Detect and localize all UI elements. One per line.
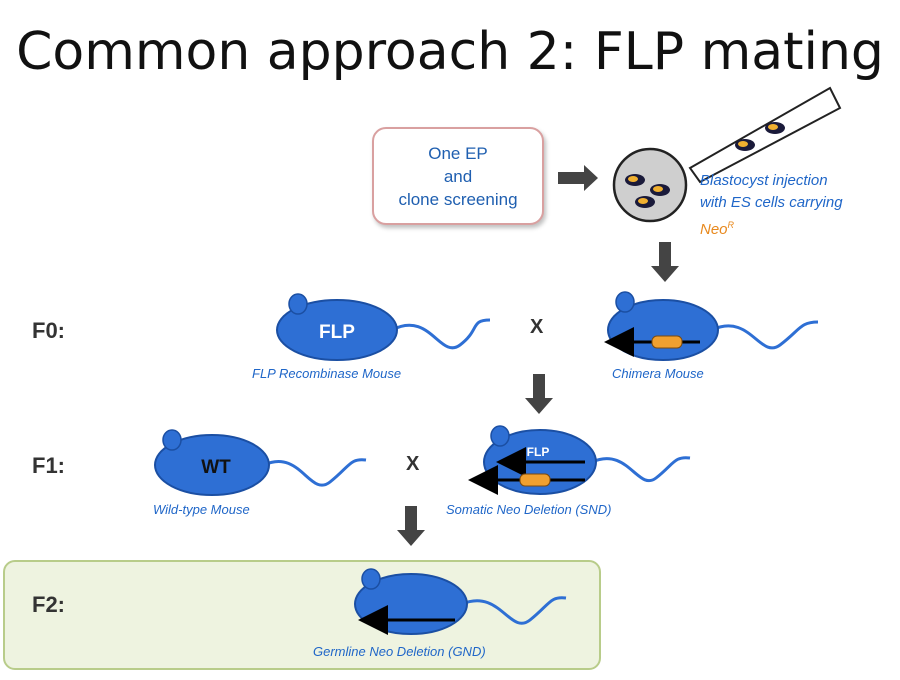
- cross-symbol-f0: X: [530, 316, 544, 338]
- pipette-icon: [688, 86, 842, 184]
- flp-mouse-icon: [276, 293, 491, 361]
- ep-line-3: clone screening: [398, 189, 518, 209]
- chimera-mouse-icon: [604, 291, 819, 361]
- gen-label-f1: F1:: [32, 453, 65, 478]
- wt-mouse-caption: Wild-type Mouse: [153, 502, 250, 517]
- gnd-mouse-icon: [354, 568, 567, 635]
- chimera-mouse-caption: Chimera Mouse: [612, 366, 704, 381]
- snd-mouse-caption: Somatic Neo Deletion (SND): [446, 502, 612, 517]
- snd-mouse-icon: [468, 425, 691, 495]
- slide-title: Common approach 2: FLP mating: [16, 22, 884, 82]
- gnd-mouse-caption: Germline Neo Deletion (GND): [313, 644, 486, 659]
- neo-label: Neo: [700, 221, 728, 238]
- blastocyst-icon: [612, 147, 688, 223]
- ep-line-1: One EP: [428, 143, 488, 163]
- neo-resistance-label: NeoR: [700, 214, 843, 241]
- cross-symbol-f1: X: [406, 453, 420, 475]
- neo-superscript: R: [727, 220, 735, 230]
- arrow-down-icon: [397, 506, 425, 546]
- arrow-right-icon: [558, 165, 598, 191]
- snd-body-label: FLP: [527, 445, 550, 459]
- ep-screening-box: One EP and clone screening: [372, 127, 544, 225]
- gen-label-f0: F0:: [32, 318, 65, 343]
- wt-body-label: WT: [201, 457, 231, 478]
- arrow-down-icon: [525, 374, 553, 414]
- flp-mouse-caption: FLP Recombinase Mouse: [252, 366, 402, 381]
- f2-panel: [3, 560, 601, 670]
- gen-label-f2: F2:: [32, 592, 65, 617]
- blastocyst-line-2: with ES cells carrying: [700, 194, 843, 211]
- ep-line-2: and: [443, 166, 473, 186]
- blastocyst-caption: Blastocyst injection with ES cells carry…: [700, 170, 843, 241]
- arrow-down-icon: [651, 242, 679, 282]
- wt-mouse-icon: [154, 429, 367, 496]
- flp-body-label: FLP: [319, 322, 355, 343]
- blastocyst-line-1: Blastocyst injection: [700, 172, 828, 189]
